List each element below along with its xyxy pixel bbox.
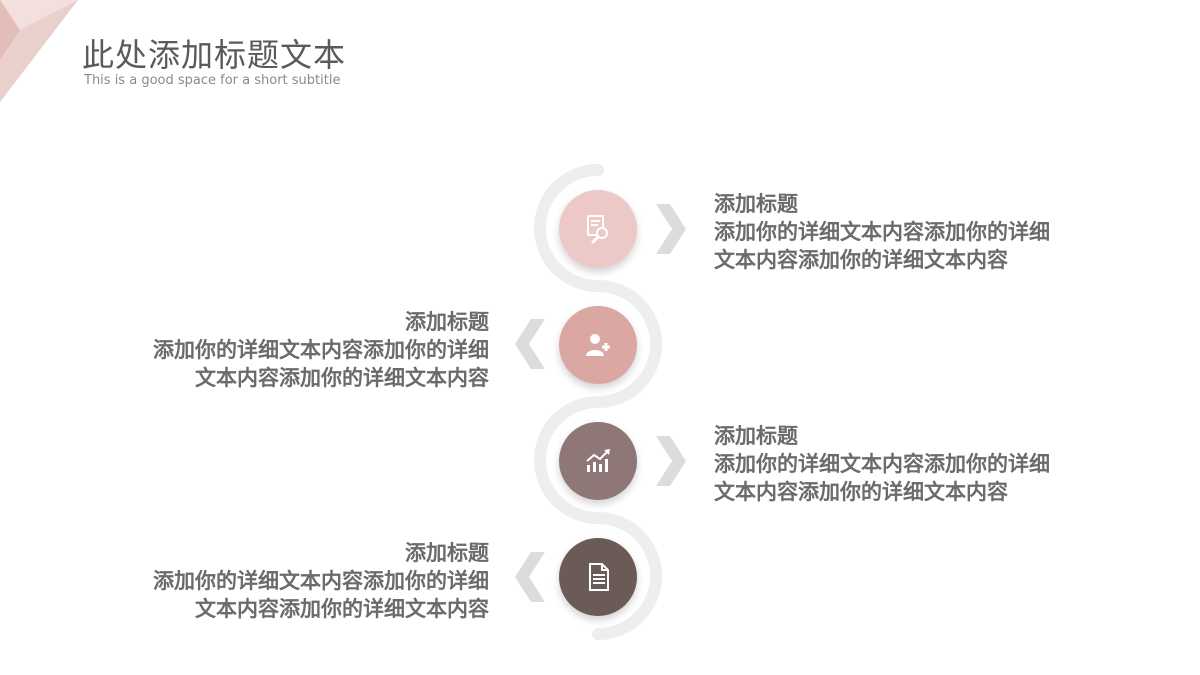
step-4-text: 添加标题 添加你的详细文本内容添加你的详细 文本内容添加你的详细文本内容 xyxy=(153,539,489,623)
document-icon xyxy=(589,563,609,591)
step-heading: 添加标题 xyxy=(405,541,489,565)
step-2-node xyxy=(559,306,637,384)
step-description-line: 文本内容添加你的详细文本内容 xyxy=(195,366,489,390)
chevron-left-icon xyxy=(515,552,545,602)
step-description-line: 添加你的详细文本内容添加你的详细 xyxy=(153,338,489,362)
step-heading: 添加标题 xyxy=(714,424,798,448)
step-description-line: 添加你的详细文本内容添加你的详细 xyxy=(714,220,1050,244)
step-3-text: 添加标题 添加你的详细文本内容添加你的详细 文本内容添加你的详细文本内容 xyxy=(714,422,1050,506)
page-subtitle: This is a good space for a short subtitl… xyxy=(84,73,341,88)
document-search-icon xyxy=(587,215,608,244)
step-2-text: 添加标题 添加你的详细文本内容添加你的详细 文本内容添加你的详细文本内容 xyxy=(153,308,489,392)
chevron-right-icon xyxy=(656,204,686,254)
step-description-line: 添加你的详细文本内容添加你的详细 xyxy=(153,569,489,593)
step-heading: 添加标题 xyxy=(405,310,489,334)
add-user-icon xyxy=(586,334,610,356)
step-description-line: 文本内容添加你的详细文本内容 xyxy=(195,597,489,621)
growth-chart-icon xyxy=(586,449,610,472)
corner-decoration xyxy=(0,0,78,102)
step-1-node xyxy=(559,190,637,268)
step-description-line: 文本内容添加你的详细文本内容 xyxy=(714,248,1008,272)
step-4-node xyxy=(559,538,637,616)
chevron-left-icon xyxy=(515,319,545,369)
step-heading: 添加标题 xyxy=(714,192,798,216)
step-description-line: 添加你的详细文本内容添加你的详细 xyxy=(714,452,1050,476)
chevron-right-icon xyxy=(656,436,686,486)
step-3-node xyxy=(559,422,637,500)
step-1-text: 添加标题 添加你的详细文本内容添加你的详细 文本内容添加你的详细文本内容 xyxy=(714,190,1050,274)
step-description-line: 文本内容添加你的详细文本内容 xyxy=(714,480,1008,504)
page-title: 此处添加标题文本 xyxy=(82,36,347,74)
